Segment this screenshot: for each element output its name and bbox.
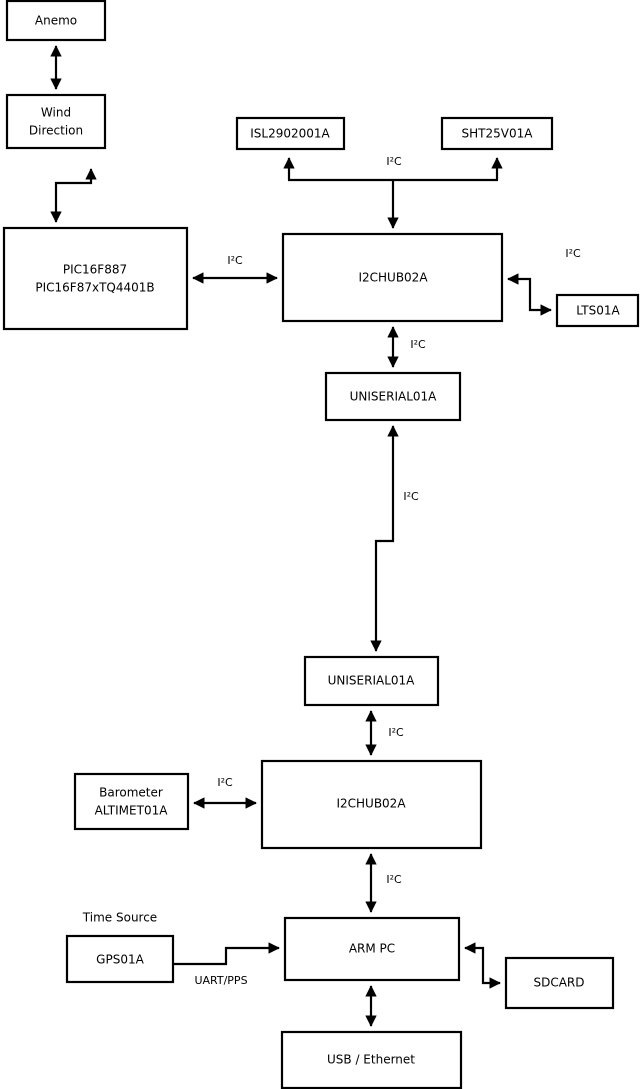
- node-box[interactable]: [324, 371, 462, 422]
- edge-label-gps-to-arm: UART/PPS: [194, 974, 247, 987]
- node-label-anemo: Anemo: [35, 14, 77, 28]
- node-box[interactable]: [555, 293, 640, 328]
- node-box[interactable]: [260, 759, 483, 850]
- node-box[interactable]: [235, 116, 346, 151]
- node-box[interactable]: [280, 1030, 463, 1089]
- edge-hub-top-uniserial-top: I²C: [387, 326, 426, 368]
- node-label-wind-direction-line1: Wind: [41, 106, 71, 120]
- edge-line: [507, 273, 552, 316]
- node-gps01a[interactable]: GPS01A: [65, 934, 175, 984]
- edge-label-uniserial-to-hub-bottom: I²C: [388, 726, 404, 739]
- edge-line: [464, 942, 501, 989]
- edge-line: [370, 425, 399, 652]
- node-label-arm-pc: ARM PC: [349, 942, 395, 956]
- edge-line: [173, 942, 280, 966]
- node-label-barometer-line1: Barometer: [99, 786, 163, 800]
- node-label-hub-top: I2CHUB02A: [358, 271, 428, 285]
- node-arm-pc[interactable]: ARM PC: [283, 916, 461, 982]
- label-time-source: Time Source: [82, 911, 157, 925]
- node-barometer-altimet01a[interactable]: Barometer ALTIMET01A: [73, 772, 190, 831]
- node-box[interactable]: [281, 232, 504, 323]
- node-label-lts: LTS01A: [576, 304, 620, 318]
- edge-label-hub-bottom-to-arm: I²C: [386, 873, 402, 886]
- node-box[interactable]: [5, 0, 107, 42]
- node-box[interactable]: [2, 226, 189, 331]
- node-uniserial01a-top[interactable]: UNISERIAL01A: [324, 371, 462, 422]
- edge-pic-hub-top: I²C: [192, 254, 278, 284]
- node-sdcard[interactable]: SDCARD: [504, 956, 615, 1010]
- node-lts01a[interactable]: LTS01A: [555, 293, 640, 328]
- node-i2chub02a-top[interactable]: I2CHUB02A: [281, 232, 504, 323]
- edge-hub-bottom-arm-pc: I²C: [365, 853, 402, 913]
- node-wind-direction[interactable]: Wind Direction: [5, 93, 107, 150]
- node-box[interactable]: [73, 772, 190, 831]
- node-box[interactable]: [504, 956, 615, 1010]
- node-label-sdcard: SDCARD: [533, 976, 584, 990]
- node-label-barometer-line2: ALTIMET01A: [95, 804, 169, 818]
- node-anemo[interactable]: Anemo: [5, 0, 107, 42]
- edge-uniserial-link: I²C: [370, 425, 419, 652]
- node-label-gps: GPS01A: [96, 953, 144, 967]
- node-sht25v01a[interactable]: SHT25V01A: [440, 116, 554, 151]
- node-label-wind-direction-line2: Direction: [29, 124, 83, 138]
- node-isl2902001a[interactable]: ISL2902001A: [235, 116, 346, 151]
- edge-hub-top-to-sensors: I²C: [283, 155, 503, 229]
- node-box[interactable]: [283, 916, 461, 982]
- node-box[interactable]: [440, 116, 554, 151]
- node-pic-microcontroller[interactable]: PIC16F887 PIC16F87xTQ4401B: [2, 226, 189, 331]
- edge-label-uniserial-link: I²C: [403, 490, 419, 503]
- edge-label-hub-to-uniserial: I²C: [410, 338, 426, 351]
- node-label-hub-bottom: I2CHUB02A: [336, 797, 406, 811]
- edge-label-hub-to-lts: I²C: [565, 247, 581, 260]
- edge-arm-pc-sdcard: [464, 942, 501, 989]
- node-box[interactable]: [5, 93, 107, 150]
- edge-label-barometer-to-hub: I²C: [217, 776, 233, 789]
- node-label-pic-line1: PIC16F887: [63, 263, 127, 277]
- node-label-sht: SHT25V01A: [462, 127, 534, 141]
- node-label-uniserial-top: UNISERIAL01A: [350, 390, 438, 404]
- node-label-pic-line2: PIC16F87xTQ4401B: [35, 281, 154, 295]
- node-i2chub02a-bottom[interactable]: I2CHUB02A: [260, 759, 483, 850]
- node-box[interactable]: [303, 655, 440, 707]
- edge-line: [50, 168, 97, 223]
- node-label-usb-ethernet: USB / Ethernet: [327, 1053, 415, 1067]
- node-box[interactable]: [65, 934, 175, 984]
- edge-label-pic-to-hub: I²C: [227, 254, 243, 267]
- edge-pic-wind-direction: [50, 168, 97, 223]
- edge-barometer-hub-bottom: I²C: [193, 776, 257, 809]
- node-uniserial01a-bottom[interactable]: UNISERIAL01A: [303, 655, 440, 707]
- edge-uniserial-bottom-hub-bottom: I²C: [365, 710, 404, 756]
- node-usb-ethernet[interactable]: USB / Ethernet: [280, 1030, 463, 1089]
- node-label-isl: ISL2902001A: [250, 127, 330, 141]
- edge-label-hub-to-sensors: I²C: [386, 155, 402, 168]
- edge-hub-top-lts: I²C: [507, 247, 581, 316]
- node-label-uniserial-bottom: UNISERIAL01A: [328, 674, 416, 688]
- edge-gps-arm-pc: UART/PPS: [173, 942, 280, 987]
